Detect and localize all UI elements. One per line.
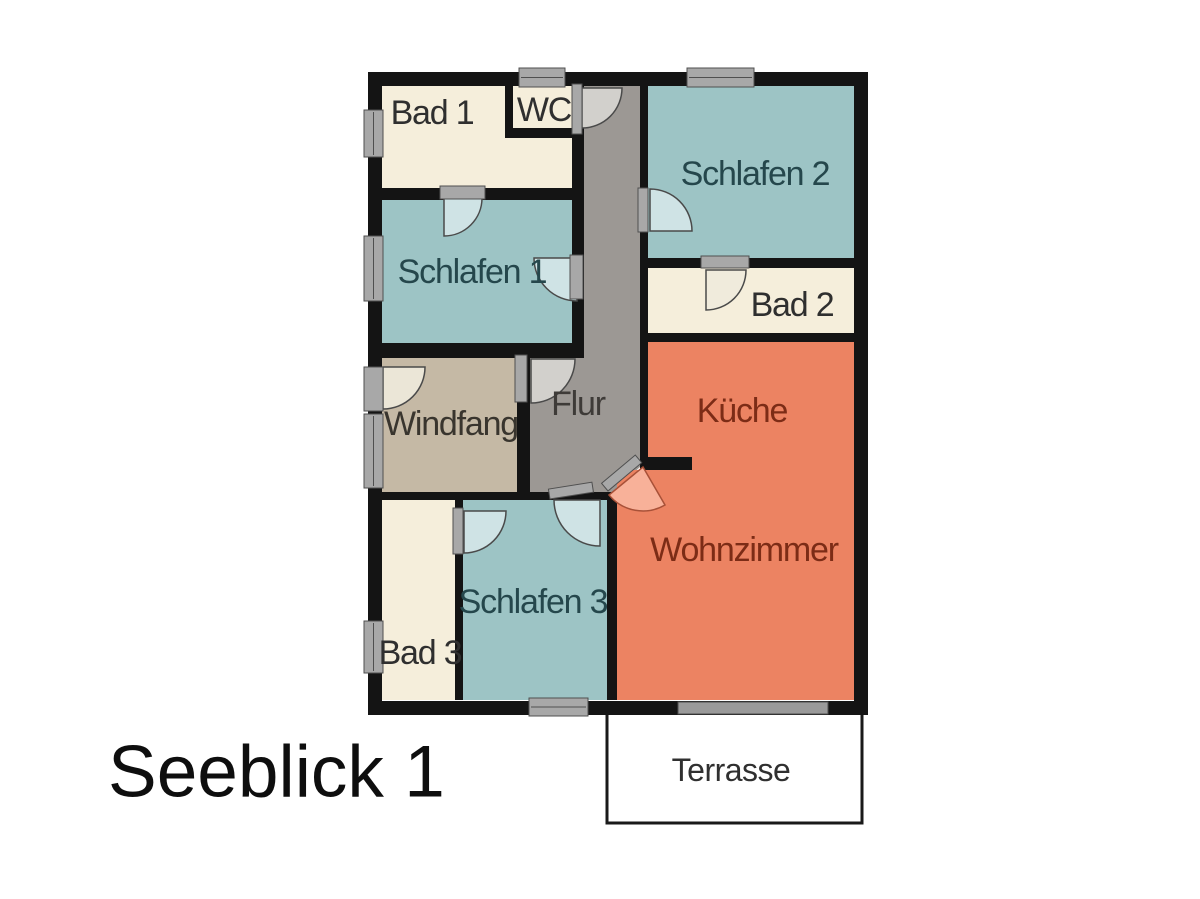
room-bad-2-floor [648, 268, 855, 333]
wall-kueche-stub [640, 457, 692, 470]
door-swing-entrance [382, 366, 426, 410]
room-label-wc: WC [516, 91, 572, 129]
door-swing-schlafen2 [649, 188, 693, 232]
plan-title: Seeblick 1 [108, 731, 445, 813]
door-swing-bad2 [705, 269, 747, 311]
room-label-flur: Flur [551, 385, 606, 423]
door-leaf-wc [571, 83, 583, 135]
door-leaf-schlafen3 [547, 481, 595, 500]
door-swing-bad3 [463, 510, 507, 554]
room-label-kueche: Küche [696, 392, 789, 430]
wall-outer-top [368, 72, 868, 86]
room-label-terrasse: Terrasse [671, 752, 791, 788]
room-label-schlafen-3: Schlafen 3 [458, 583, 609, 621]
room-kueche-wohnzimmer-floor [617, 342, 855, 700]
door-leaf-windfang-flur [514, 354, 528, 403]
room-label-windfang: Windfang [383, 405, 519, 443]
door-swings [382, 87, 747, 554]
openings [363, 67, 829, 717]
room-label-bad-2: Bad 2 [750, 286, 835, 324]
wall-bad3-schlafen3 [455, 500, 463, 700]
terrace-door [677, 701, 829, 715]
wall-mid-horizontal [368, 492, 617, 500]
room-label-wohnzimmer: Wohnzimmer [650, 531, 839, 569]
room-bad-3-floor [382, 500, 455, 700]
door-leaf-entrance [363, 366, 384, 412]
wall-bad2-kueche [640, 333, 855, 342]
door-leaf-bad2 [700, 255, 750, 269]
door-swing-schlafen3 [553, 499, 601, 547]
door-swing-wohnzimmer [607, 465, 667, 512]
room-label-bad-1: Bad 1 [390, 94, 475, 132]
wall-wc-left [505, 86, 513, 138]
door-swing-schlafen1 [533, 257, 578, 302]
door-leaf-wohnzimmer [600, 454, 643, 492]
door-swing-windfang-flur [530, 358, 576, 404]
wall-schlafen1-windfang [368, 343, 584, 358]
door-leaf-bad1 [439, 185, 486, 200]
door-leaf-bad3 [452, 507, 464, 555]
wall-right-column-left [640, 86, 648, 470]
door-swing-wc [581, 87, 623, 129]
wall-outer-right [854, 72, 868, 715]
room-label-schlafen-2: Schlafen 2 [680, 155, 831, 193]
wall-wc-bottom [505, 128, 577, 138]
door-swing-bad1 [443, 197, 483, 237]
room-label-bad-3: Bad 3 [378, 634, 463, 672]
door-leaf-schlafen2 [637, 187, 649, 233]
door-leaf-schlafen1 [569, 254, 584, 300]
wall-schlafen3-wohnzimmer [607, 492, 617, 700]
room-wc-floor [513, 86, 572, 128]
terrace-outline [605, 711, 864, 825]
room-label-schlafen-1: Schlafen 1 [397, 253, 548, 291]
room-bad-1-floor [382, 86, 572, 190]
